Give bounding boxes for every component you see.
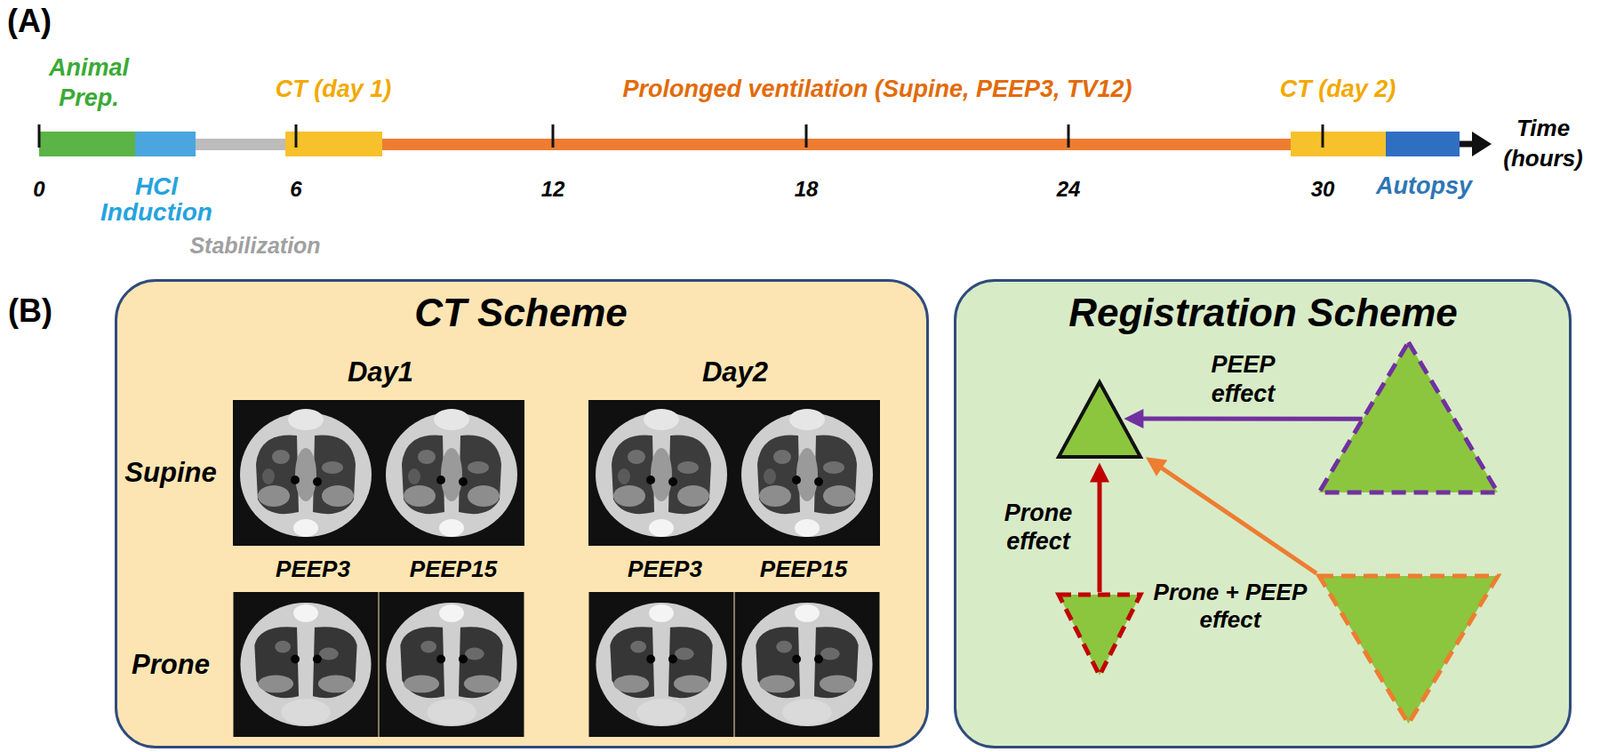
phase-label: Stabilization — [189, 232, 320, 259]
triangle-outline — [1319, 576, 1498, 724]
triangle-outline — [1058, 382, 1141, 457]
arrow-label: Prone + PEEP effect — [1149, 578, 1312, 634]
timeline-segment: Animal Prep. — [39, 131, 136, 157]
peep-label: PEEP15 — [760, 555, 848, 584]
reference-triangle — [1056, 379, 1144, 460]
tick-number: 24 — [1056, 176, 1081, 203]
panel-title: CT Scheme — [414, 289, 628, 337]
axis-title: Time (hours) — [1496, 113, 1590, 175]
phase-label: CT (day 1) — [275, 74, 392, 104]
triangle-outline — [1319, 342, 1498, 493]
tick-number: 6 — [289, 176, 302, 203]
arrow-head — [1089, 463, 1110, 483]
effect-arrow — [1123, 408, 1362, 429]
triangle-outline — [1058, 594, 1141, 676]
tick-number: 12 — [541, 176, 566, 203]
tick-number: 30 — [1311, 176, 1336, 203]
arrow-shaft — [1160, 466, 1317, 574]
time-axis-head — [1472, 131, 1492, 157]
peep-label: PEEP3 — [275, 555, 351, 584]
prone-triangle — [1056, 592, 1144, 679]
phase-label: Animal Prep. — [39, 53, 139, 114]
arrow-label: PEEP effect — [1191, 350, 1296, 408]
timeline-segment: Stabilization — [195, 138, 286, 151]
timeline-segment: Prolonged ventilation (Supine, PEEP3, TV… — [382, 138, 1291, 151]
scheme-panel: CT Scheme — [114, 279, 929, 749]
column-heading: Day1 — [347, 355, 414, 389]
phase-label: Autopsy — [1376, 171, 1472, 200]
arrow-head — [1145, 456, 1168, 476]
triangle-shape — [1316, 339, 1501, 496]
phase-label: Prolonged ventilation (Supine, PEEP3, TV… — [622, 74, 1132, 104]
triangle-shape — [1056, 379, 1144, 460]
peep-label: PEEP3 — [627, 555, 703, 584]
timeline-segment: HCl Induction — [135, 131, 196, 157]
time-axis-line — [1459, 141, 1476, 148]
effect-arrow — [1089, 463, 1110, 592]
arrow-shaft — [1140, 416, 1362, 422]
phase-label: HCl Induction — [96, 173, 217, 226]
triangle-shape — [1056, 592, 1144, 679]
panel-letter: (B) — [8, 291, 53, 330]
tick-number: 18 — [794, 176, 819, 203]
panel-letter: (A) — [7, 1, 52, 40]
timeline-segment: Autopsy — [1385, 131, 1460, 157]
arrow-shaft — [1097, 480, 1103, 592]
timeline-segment: CT (day 2) — [1290, 131, 1386, 157]
row-heading: Prone — [131, 648, 210, 681]
phase-label: CT (day 2) — [1280, 74, 1397, 104]
tick-number: 0 — [32, 176, 45, 203]
peep-triangle — [1316, 339, 1501, 496]
effect-arrow — [1145, 456, 1317, 574]
timeline-segment: CT (day 1) — [285, 131, 383, 157]
scheme-panel: Registration SchemePEEP effectProne effe… — [953, 279, 1572, 749]
prone-peep-triangle — [1316, 573, 1501, 727]
column-heading: Day2 — [702, 355, 768, 389]
arrow-head — [1123, 408, 1144, 429]
panel-title: Registration Scheme — [1068, 289, 1458, 337]
peep-label: PEEP15 — [409, 555, 497, 584]
triangle-shape — [1316, 573, 1501, 727]
arrow-label: Prone effect — [991, 498, 1086, 557]
row-heading: Supine — [124, 456, 216, 489]
